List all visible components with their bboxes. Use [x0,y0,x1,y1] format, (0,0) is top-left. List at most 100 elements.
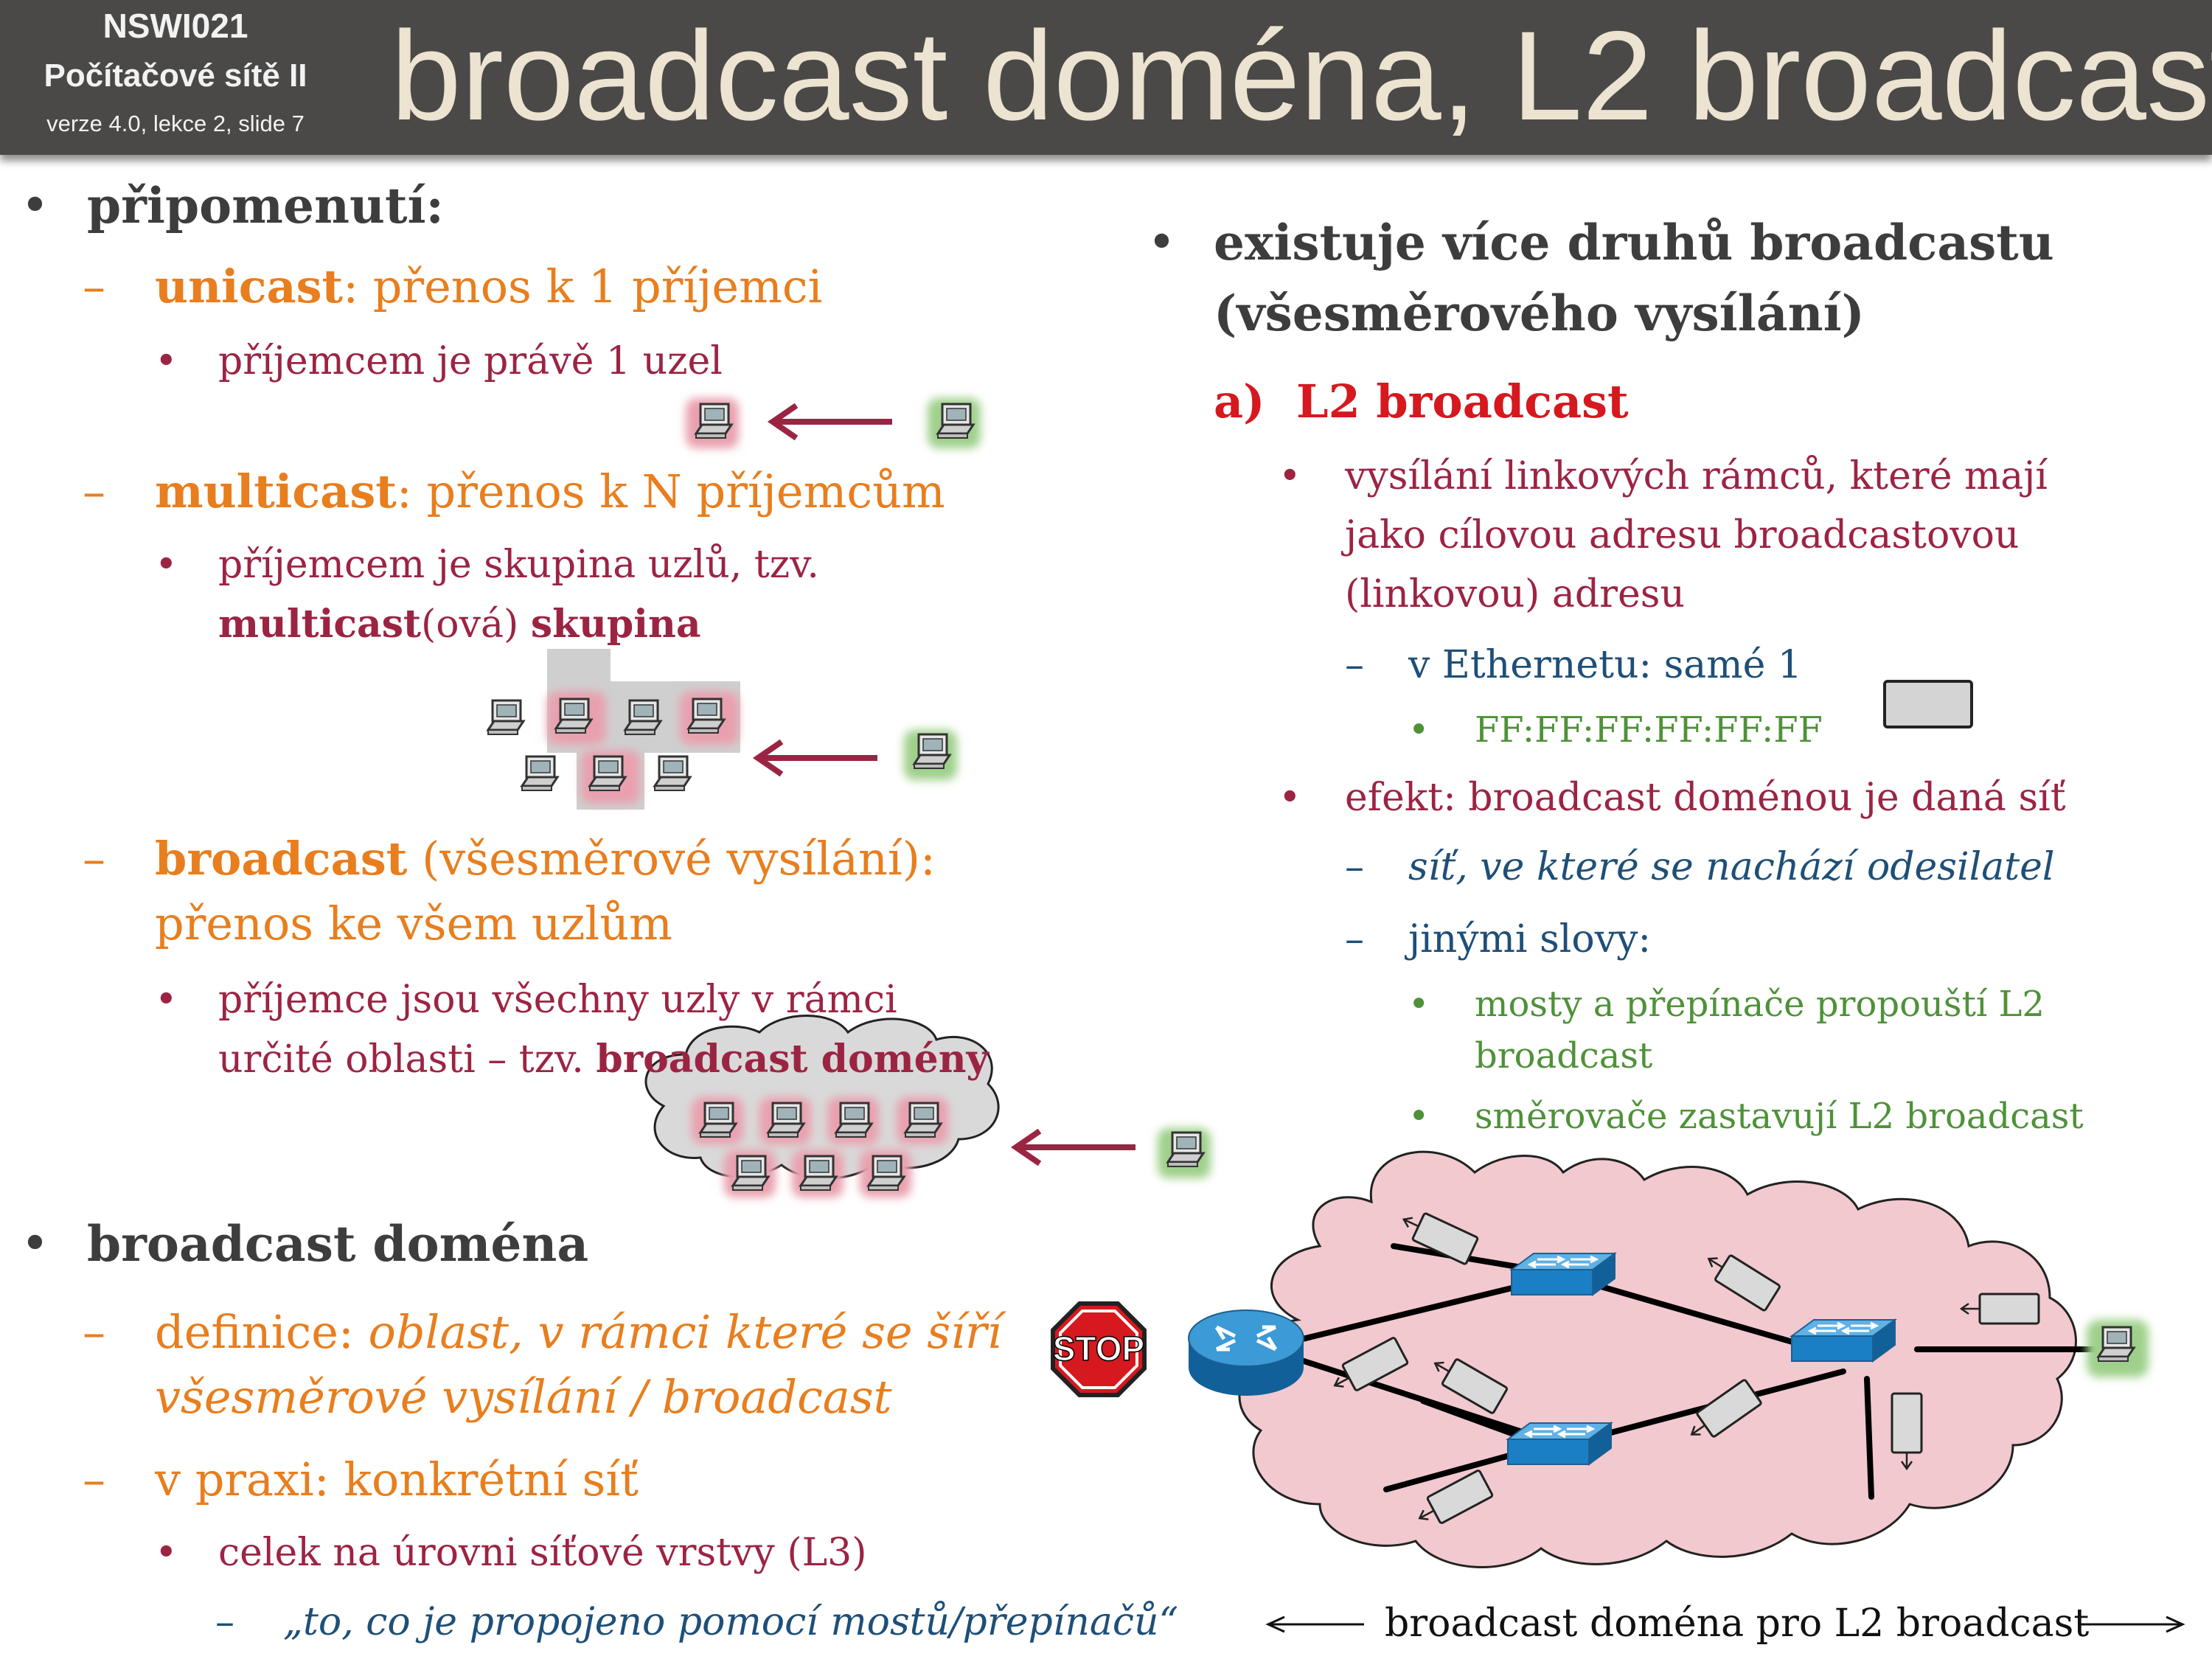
mac-address: FF:FF:FF:FF:FF:FF [1475,709,1823,751]
domain-heading: broadcast doména [87,1215,589,1273]
definition-line-2: všesměrové vysílání / broadcast [155,1370,892,1424]
bullet-icon: • [155,1531,178,1575]
caption-arrows [1265,1615,2185,1633]
practice-quote: „to, co je propojeno pomocí mostů/přepín… [283,1600,1179,1644]
bridges-line-2: broadcast [1475,1035,1653,1077]
unicast-line: unicast: přenos k 1 příjemci [155,260,823,313]
unicast-sub: příjemcem je právě 1 uzel [218,339,723,383]
computer-icon [799,1155,838,1192]
computer-icon [2097,1326,2135,1363]
frame-icon [1333,1337,1409,1391]
unicast-illustration [686,398,981,448]
bullet-icon: • [21,177,49,234]
broadcast-line-2: přenos ke všem uzlům [155,897,672,950]
frame-icon [1690,1379,1762,1438]
bullet-icon: • [1408,709,1430,751]
practice-line: v praxi: konkrétní síť [155,1453,639,1506]
computer-icon [904,1102,942,1138]
a-label: L2 broadcast [1296,375,1629,428]
computer-icon [624,699,662,736]
ethernet-line: v Ethernetu: samé 1 [1408,643,1802,687]
l2-broadcast-network: STOP [1051,1150,2149,1568]
multicast-illustration [487,649,957,810]
arrow-icon [1010,1128,1135,1166]
stop-sign-text: STOP [1053,1329,1144,1368]
computer-icon [521,755,559,792]
bullet-icon: • [1408,1096,1430,1137]
broadcast-illustration [644,1015,1211,1197]
computer-icon [687,698,726,734]
bullet-icon: • [155,978,178,1022]
arrow-icon [752,739,877,777]
network-caption: broadcast doména pro L2 broadcast [1385,1601,2090,1646]
other-words-line: jinými slovy: [1408,917,1651,961]
computer-icon [695,403,733,439]
switch-icon [1506,1422,1613,1466]
dash-icon: – [83,465,105,518]
dash-icon: – [83,1453,105,1506]
multicast-line: multicast: přenos k N příjemcům [155,465,945,518]
stop-sign-icon: STOP [1051,1301,1147,1397]
send-line-1: vysílání linkových rámců, které mají [1345,454,2048,498]
broadcast-line-1: broadcast (všesměrové vysílání): [155,832,936,886]
computer-icon [487,699,525,736]
frame-icon [1707,1254,1781,1312]
computer-icon [554,698,593,734]
arrow-icon [767,403,892,441]
broadcast-sub-1: příjemce jsou všechny uzly v rámci [218,978,897,1022]
bullet-icon: • [1279,776,1301,820]
sender-network-line: síť, ve které se nachází odesilatel [1408,845,2055,889]
computer-icon [699,1102,737,1138]
frame-icon [1402,1212,1479,1265]
dash-icon: – [215,1600,234,1644]
multicast-sub-1: příjemcem je skupina uzlů, tzv. [218,543,819,587]
computer-icon [653,755,692,792]
computer-icon [936,403,975,439]
computer-icon [767,1102,805,1138]
course-code: NSWI021 [102,7,248,45]
computer-icon [588,755,627,792]
frame-icon [1883,680,1973,728]
router-icon [1188,1310,1304,1396]
bullet-icon: • [1408,984,1430,1025]
bullet-icon: • [1279,454,1301,498]
reminder-heading: připomenutí: [87,177,444,234]
dash-icon: – [1345,917,1364,961]
send-line-2: jako cílovou adresu broadcastovou [1345,513,2020,557]
definition-line-1: definice: oblast, v rámci které se šíří [155,1305,1002,1359]
broadcast-sub-2: určité oblasti – tzv. broadcast domény [218,1037,989,1082]
bullet-icon: • [155,543,178,587]
routers-line: směrovače zastavují L2 broadcast [1475,1096,2084,1137]
bullet-icon: • [21,1215,49,1272]
switch-icon [1510,1252,1616,1296]
kinds-line-1: existuje více druhů broadcastu [1214,214,2054,271]
multicast-sub-2: multicast(ová) skupina [218,602,701,647]
dash-icon: – [83,832,105,886]
frame-icon [1891,1392,1923,1471]
dash-icon: – [1345,643,1364,687]
computer-icon [913,733,951,770]
switch-icon [1790,1318,1896,1363]
bullet-icon: • [1147,214,1176,271]
computer-icon [835,1102,873,1138]
title-bar: NSWI021 Počítačové sítě II verze 4.0, le… [0,0,2212,155]
dash-icon: – [83,1305,105,1359]
frame-icon [1418,1470,1494,1524]
computer-icon [1166,1131,1205,1168]
bullet-icon: • [155,339,178,383]
bridges-line-1: mosty a přepínače propouští L2 [1475,984,2045,1025]
send-line-3: (linkovou) adresu [1345,572,1685,616]
dash-icon: – [83,260,105,313]
frame-icon [1433,1358,1509,1414]
course-name: Počítačové sítě II [44,58,307,94]
dash-icon: – [1345,845,1364,889]
a-marker: a) [1214,375,1265,428]
slide-title: broadcast doména, L2 broadcast [391,5,2212,147]
kinds-line-2: (všesměrového vysílání) [1214,285,1865,342]
frame-icon [1959,1293,2040,1325]
course-version: verze 4.0, lekce 2, slide 7 [46,111,305,136]
computer-icon [731,1155,770,1192]
computer-icon [867,1155,905,1192]
effect-line: efekt: broadcast doménou je daná síť [1345,776,2066,820]
